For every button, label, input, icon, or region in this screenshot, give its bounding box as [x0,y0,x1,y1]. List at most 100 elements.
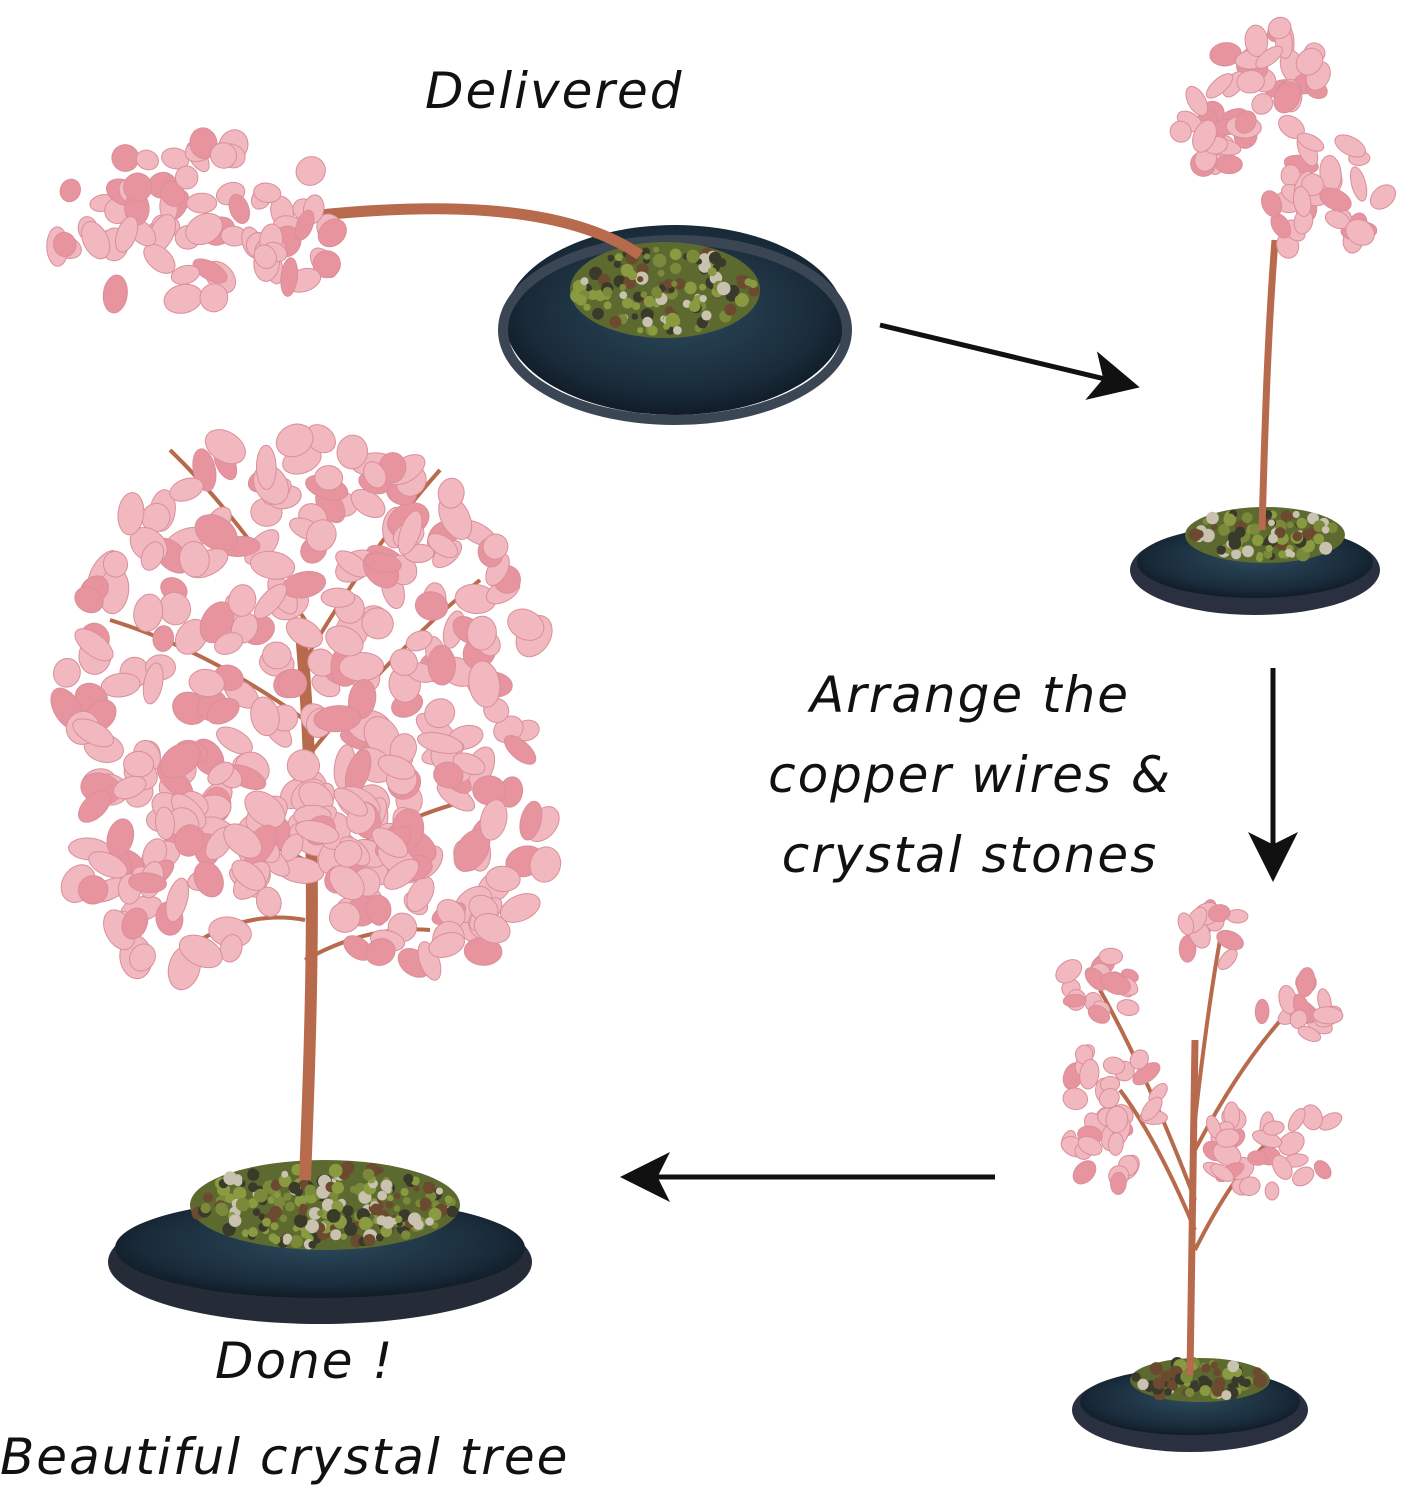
gravel-stone [1149,1362,1163,1376]
crystal-chip [336,434,369,470]
gravel-stone [580,277,589,286]
gravel-stone [387,1194,394,1202]
crystal-chip [371,827,409,858]
gravel-stone [643,253,651,260]
gravel-stone [1249,523,1261,535]
gravel-stone [589,266,603,280]
crystal-chip [123,750,155,778]
gravel-stone [435,1187,443,1195]
gravel-stone [1206,511,1219,525]
crystal-chip [192,258,228,284]
gravel-stone [1296,517,1308,529]
crystal-chip [1234,110,1257,134]
crystal-chip [121,907,149,940]
gravel-stone [637,276,644,283]
gravel-stone [1280,510,1293,522]
crystal-chip [406,876,435,912]
crystal-chip [194,514,238,552]
crystal-chip [255,444,277,490]
crystal-chip [1345,218,1375,246]
gravel-stone [382,1216,395,1229]
arrow-right-icon [879,322,1140,400]
crystal-chip [117,492,145,536]
gravel-stone [674,278,686,290]
gravel-stone [326,1209,341,1223]
gravel-stone [1256,551,1264,559]
crystal-chip [178,934,223,969]
caption-arrange: Arrange the copper wires & crystal stone… [725,655,1215,895]
gravel-stone [273,1191,281,1199]
gravel-stone [385,1200,394,1209]
crystal-chip [365,894,392,925]
crystal-chip [364,552,402,573]
crystal-chip [253,583,288,620]
gravel-stone [1241,512,1253,524]
crystal-chip [52,231,77,258]
gravel-stone [247,1227,258,1238]
gravel-stone [1231,549,1242,560]
copper-trunk [319,203,644,260]
tree-done [50,423,562,1324]
gravel-stone [1321,526,1330,534]
crystal-chip [219,934,243,963]
gravel-stone [653,246,660,253]
tree-delivered [46,127,852,425]
crystal-crown [46,127,347,314]
gravel-stone [1252,534,1264,547]
gravel-stone [377,1190,388,1201]
gravel-stone [1278,550,1287,559]
crystal-chip [174,824,205,857]
crystal-chip [193,861,224,898]
gravel-stone [232,1186,247,1201]
gravel-stone [640,291,648,298]
gravel-stone [699,283,706,291]
gravel-stone [673,326,682,335]
crystal-chip [275,423,314,458]
copper-trunk [1186,1039,1199,1376]
crystal-chip [416,732,464,754]
crystal-chip [285,617,323,649]
gravel-stone [270,1222,279,1231]
crystal-chip [317,218,347,248]
crystal-chip [1278,1131,1305,1156]
crystal-chip [1116,999,1140,1017]
crystal-chip [204,429,246,465]
gravel-stone [602,287,613,297]
crystal-crown [1055,899,1344,1201]
crystal-chip [113,775,147,800]
gravel-stone [1242,545,1254,558]
tree-upright-folded [1130,16,1397,615]
gravel-stone [283,1192,292,1201]
gravel-stone [613,260,622,269]
crystal-chip [214,632,244,655]
crystal-chip [81,221,111,260]
crystal-chip [485,865,521,893]
gravel-stone [298,1207,307,1216]
gravel-stone [384,1186,392,1194]
crystal-chip [189,127,218,160]
crystal-chip [186,192,218,214]
gravel-stone [328,1163,343,1178]
gravel-stone [300,1229,310,1239]
gravel-stone [292,1225,300,1232]
crystal-chip [128,872,167,894]
gravel-stone [247,1168,260,1181]
gravel-stone [400,1187,409,1197]
crystal-chip [503,735,537,765]
crystal-chip [152,625,175,652]
crystal-chip [1062,993,1087,1008]
caption-delivered: Delivered [425,62,684,120]
gravel-stone [1284,548,1293,557]
crystal-chip [1169,120,1192,143]
gravel-stone [279,1214,288,1223]
gravel-stone [344,1222,358,1236]
crystal-chip [133,593,164,632]
gravel-stone [375,1233,384,1242]
crystal-chip [313,705,362,733]
crystal-chip [428,932,465,958]
gravel-stone [707,267,717,277]
gravel-stone [401,1230,411,1240]
crystal-chip [163,283,203,314]
copper-branch [109,618,307,722]
caption-done: Done ! [215,1332,395,1390]
